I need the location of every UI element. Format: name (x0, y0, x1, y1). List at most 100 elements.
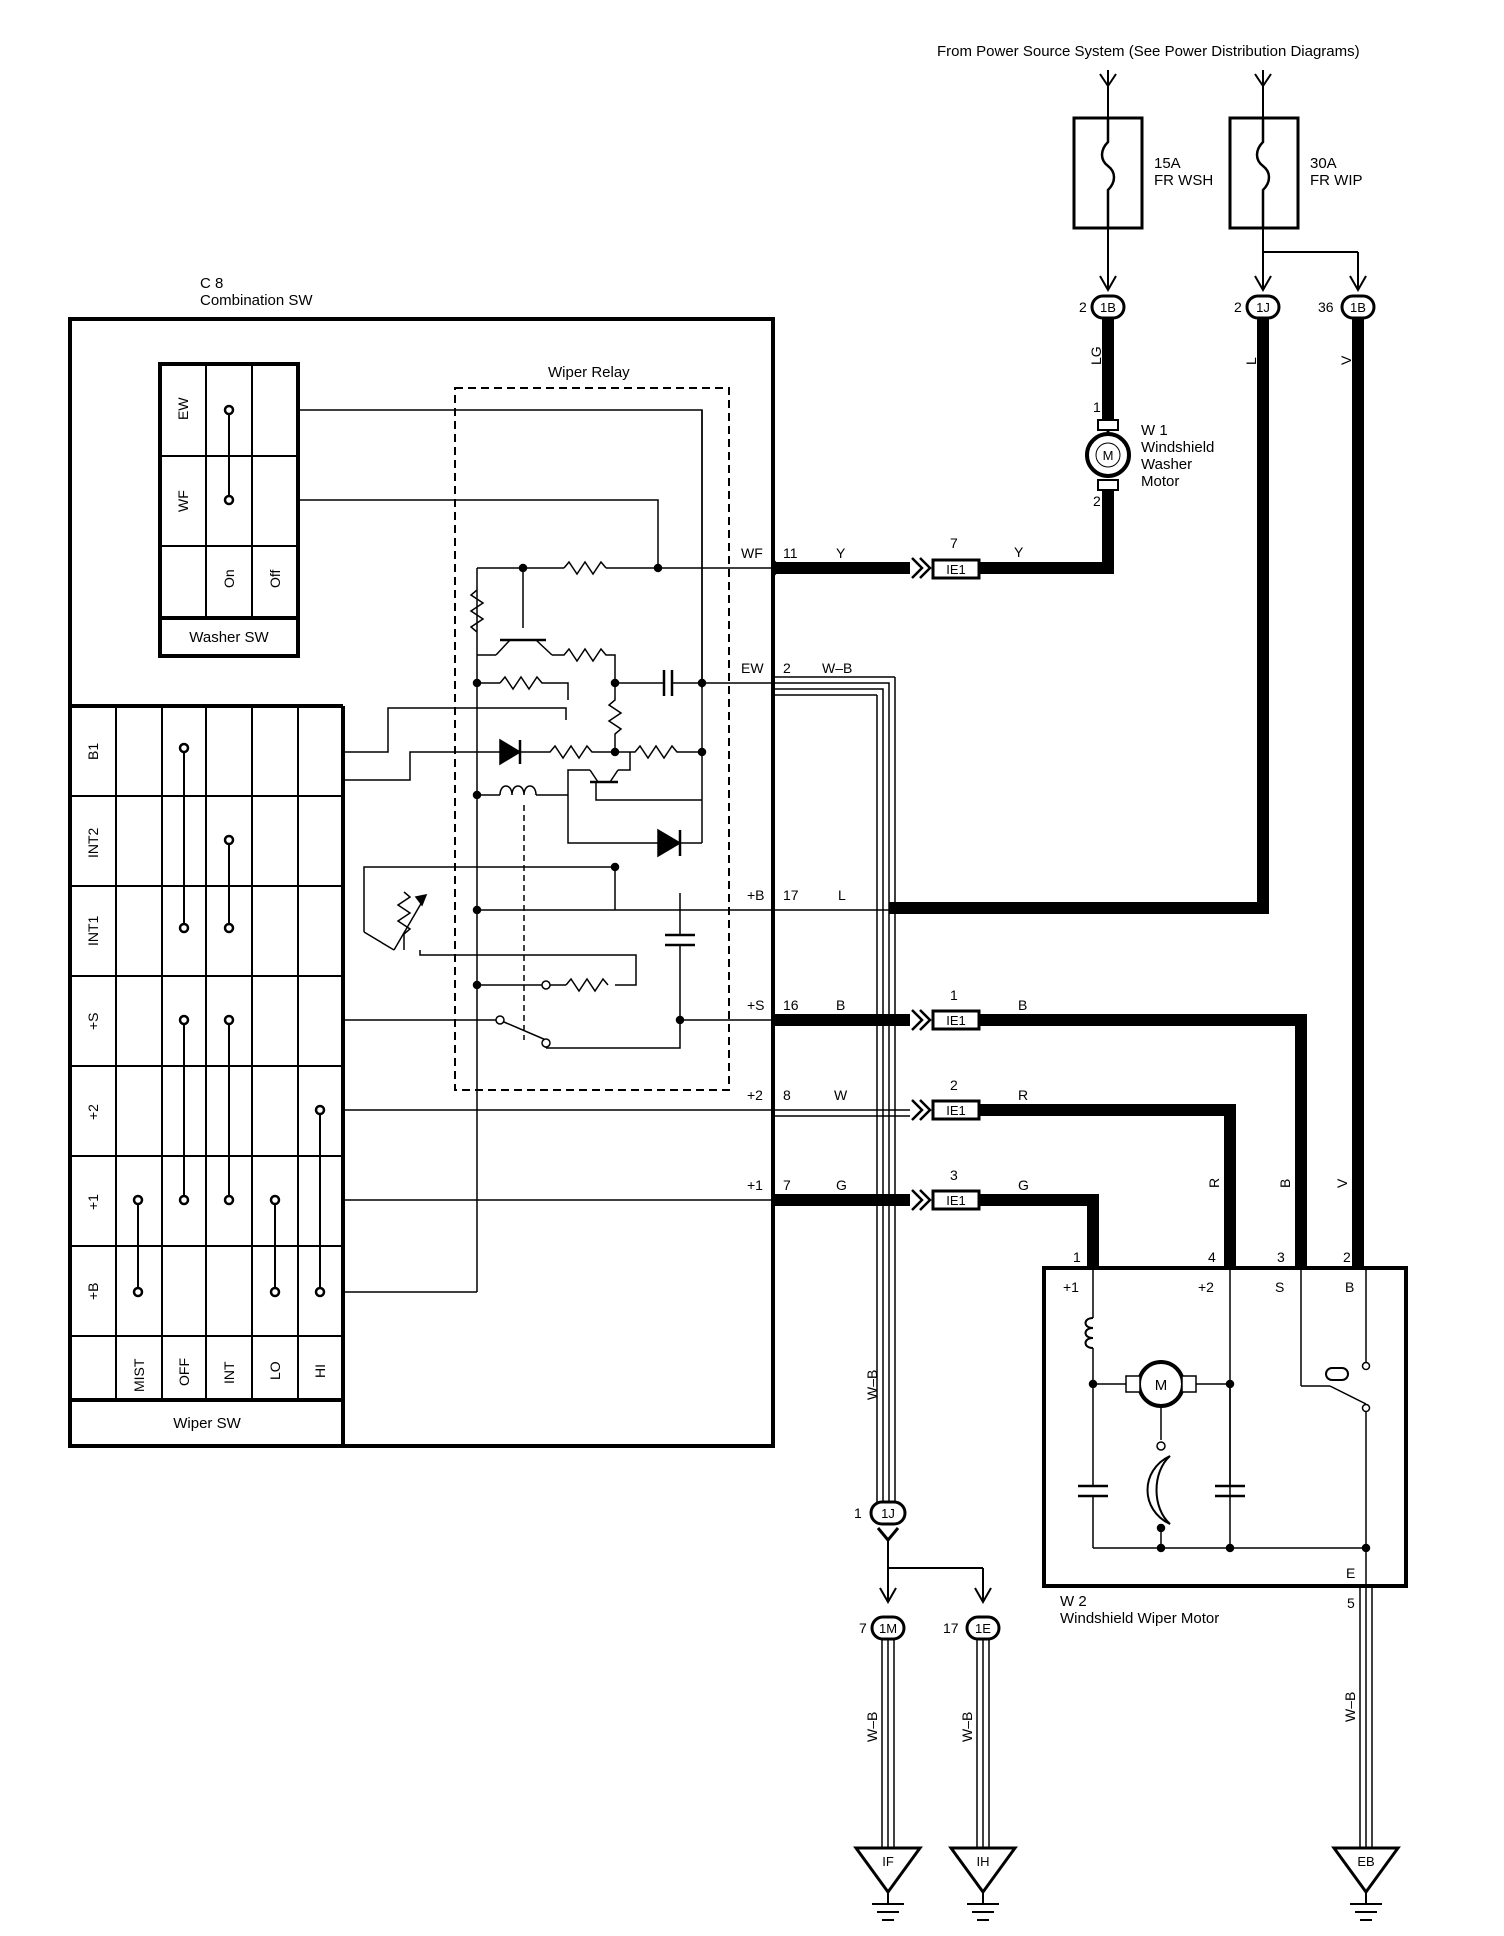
connector-1b-wsh: 2 1B (1079, 294, 1126, 320)
ie1-connector-s: 1 IE1 (931, 987, 981, 1031)
svg-text:V: V (1334, 1178, 1350, 1188)
ie1-connector-wf: 7 IE1 (931, 535, 981, 580)
connector-1e: 17 1E (943, 1615, 1001, 1641)
svg-text:W–B: W–B (959, 1712, 975, 1742)
svg-text:+2: +2 (747, 1087, 763, 1103)
combination-sw-code: C 8 (200, 275, 223, 292)
svg-text:G: G (1018, 1177, 1029, 1193)
svg-text:1J: 1J (881, 1506, 895, 1521)
svg-text:+B: +B (747, 887, 765, 903)
svg-text:1B: 1B (1350, 300, 1366, 315)
svg-text:IE1: IE1 (946, 562, 966, 577)
svg-text:B: B (836, 997, 845, 1013)
svg-text:R: R (1206, 1178, 1222, 1188)
svg-text:IE1: IE1 (946, 1193, 966, 1208)
connector-1j-top: 2 1J (1234, 294, 1281, 320)
connector-1b-v: 36 1B (1318, 294, 1376, 320)
washer-motor-symbol: M (1103, 448, 1114, 463)
svg-text:IE1: IE1 (946, 1013, 966, 1028)
washer-motor: 1 M 2 W 1 Windshield Washer Motor (1085, 399, 1214, 509)
wire-y-after-label: Y (1014, 544, 1024, 560)
svg-text:4: 4 (1208, 1249, 1216, 1265)
svg-text:W–B: W–B (864, 1712, 880, 1742)
svg-text:W: W (834, 1087, 848, 1103)
svg-text:HI: HI (312, 1364, 328, 1378)
wire-lg-label: LG (1088, 346, 1104, 365)
svg-text:+2: +2 (85, 1104, 101, 1120)
svg-text:E: E (1346, 1565, 1355, 1581)
svg-text:+1: +1 (85, 1194, 101, 1210)
combination-sw-name: Combination SW (200, 292, 313, 309)
svg-text:EW: EW (175, 397, 191, 420)
svg-text:2: 2 (1234, 299, 1242, 315)
relay-terminals: WF 11 Y EW 2 W–B +B 17 L +S 16 B +2 8 W … (741, 545, 852, 1193)
ground-if: IF (853, 1846, 923, 1921)
wire-p1-to-motor (979, 1194, 1099, 1268)
svg-text:2: 2 (1343, 1249, 1351, 1265)
svg-text:2: 2 (950, 1077, 958, 1093)
svg-text:1J: 1J (1256, 300, 1270, 315)
wiper-sw-title: Wiper SW (173, 1415, 241, 1432)
wiper-motor-symbol: M (1155, 1377, 1168, 1394)
svg-text:Windshield: Windshield (1141, 439, 1214, 456)
svg-text:11: 11 (783, 545, 798, 561)
wiper-relay-box (454, 387, 730, 1091)
svg-text:17: 17 (783, 887, 799, 903)
svg-text:1: 1 (1093, 399, 1101, 415)
wiper-sw-table: B1 INT2 INT1 +S +2 +1 +B MIST OFF INT LO… (70, 704, 345, 1446)
wire-v-label: V (1338, 355, 1354, 365)
svg-text:+2: +2 (1198, 1279, 1214, 1295)
fuse-15a-rating: 15A (1154, 155, 1181, 172)
svg-text:1: 1 (1073, 1249, 1081, 1265)
wire-l-label: L (1243, 357, 1259, 365)
svg-text:G: G (836, 1177, 847, 1193)
svg-text:36: 36 (1318, 299, 1334, 315)
svg-text:B: B (1345, 1279, 1354, 1295)
combination-sw-box (68, 317, 775, 1448)
svg-text:1: 1 (950, 987, 958, 1003)
svg-text:3: 3 (1277, 1249, 1285, 1265)
svg-text:+S: +S (85, 1012, 101, 1030)
svg-text:INT1: INT1 (85, 915, 101, 946)
svg-text:+S: +S (747, 997, 765, 1013)
svg-text:On: On (221, 569, 237, 588)
svg-text:17: 17 (943, 1620, 959, 1636)
svg-text:3: 3 (950, 1167, 958, 1183)
connector-1m: 7 1M (859, 1615, 906, 1641)
svg-text:R: R (1018, 1087, 1028, 1103)
svg-text:OFF: OFF (176, 1358, 192, 1386)
svg-text:+1: +1 (747, 1177, 763, 1193)
svg-text:L: L (838, 887, 846, 903)
wire-p2-to-motor (979, 1104, 1236, 1268)
svg-text:7: 7 (950, 535, 958, 551)
svg-text:W–B: W–B (864, 1370, 880, 1400)
svg-text:2: 2 (1079, 299, 1087, 315)
svg-text:B1: B1 (85, 743, 101, 760)
svg-text:S: S (1275, 1279, 1284, 1295)
svg-text:IH: IH (977, 1854, 990, 1869)
fuse-15a: 15A FR WSH (1072, 70, 1213, 293)
svg-text:8: 8 (783, 1087, 791, 1103)
svg-text:MIST: MIST (131, 1358, 147, 1392)
relay-internal-circuit (343, 410, 889, 1293)
svg-text:2: 2 (783, 660, 791, 676)
svg-text:B: B (1018, 997, 1027, 1013)
svg-text:1M: 1M (879, 1621, 897, 1636)
svg-text:Y: Y (836, 545, 846, 561)
svg-text:W–B: W–B (1342, 1692, 1358, 1722)
wiper-motor-code: W 2 (1060, 1593, 1087, 1610)
svg-text:INT2: INT2 (85, 827, 101, 858)
connector-1j-ground: 1 1J (854, 1500, 992, 1605)
washer-motor-code: W 1 (1141, 422, 1168, 439)
wiper-relay-title: Wiper Relay (548, 364, 630, 381)
svg-text:1: 1 (854, 1505, 862, 1521)
wire-ew-wb (772, 676, 896, 1502)
svg-text:W–B: W–B (822, 660, 852, 676)
washer-sw-table: EW WF On Off Washer SW (158, 362, 300, 658)
wire-l (889, 318, 1269, 914)
svg-text:16: 16 (783, 997, 799, 1013)
ie1-connector-p1: 3 IE1 (931, 1167, 981, 1211)
ground-ih: IH (948, 1846, 1018, 1921)
svg-text:EB: EB (1357, 1854, 1374, 1869)
svg-text:Washer: Washer (1141, 456, 1192, 473)
